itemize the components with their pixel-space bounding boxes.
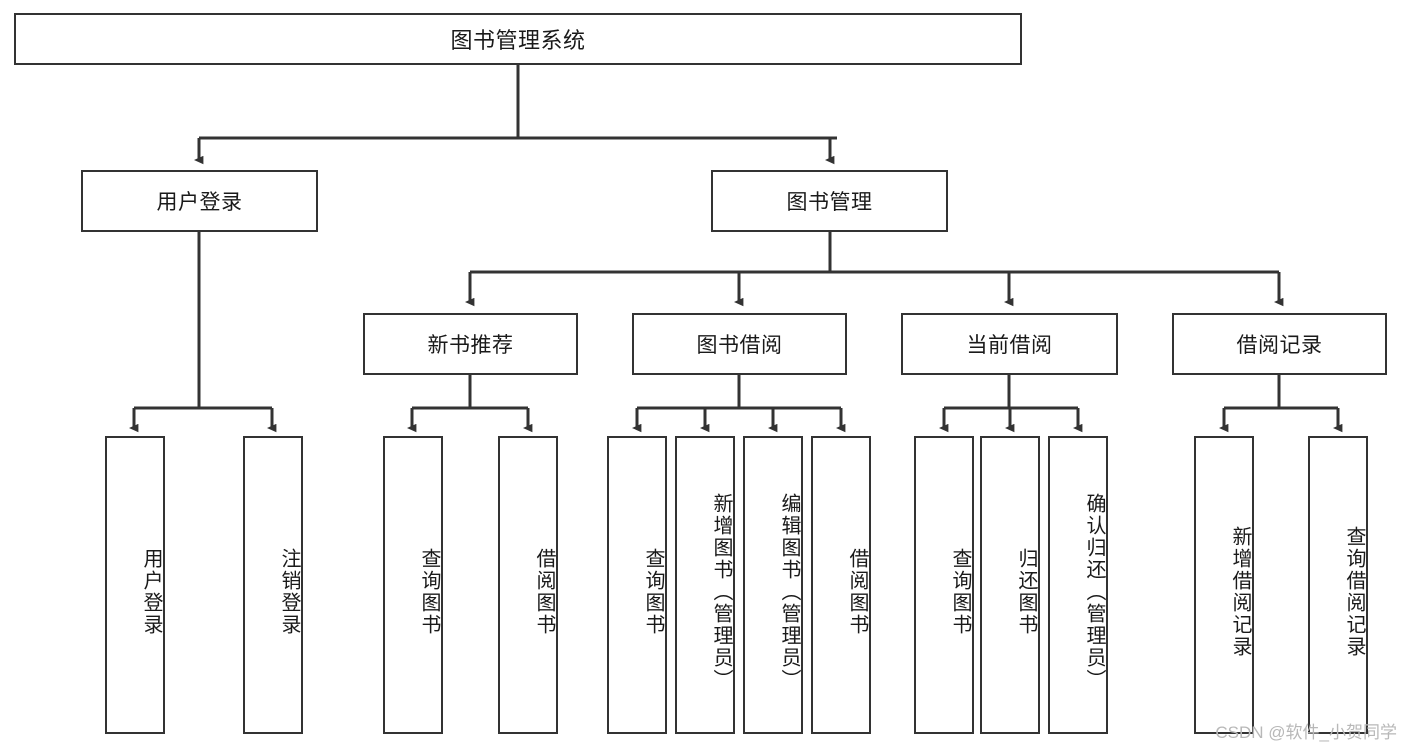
- node-current-borrow[interactable]: 当前借阅: [901, 313, 1118, 375]
- node-label: 注销登录: [278, 548, 300, 636]
- node-label: 新增图书（管理员）: [710, 493, 732, 691]
- leaf-current-borrow-query-book[interactable]: 查询图书: [914, 436, 974, 734]
- leaf-borrow-record-add-record[interactable]: 新增借阅记录: [1194, 436, 1254, 734]
- leaf-user-login-login[interactable]: 用户登录: [105, 436, 165, 734]
- node-book-borrow[interactable]: 图书借阅: [632, 313, 847, 375]
- node-label: 查询图书: [949, 548, 971, 636]
- node-label: 借阅记录: [1236, 334, 1323, 357]
- node-label: 查询图书: [642, 548, 664, 636]
- node-root-book-management-system[interactable]: 图书管理系统: [14, 13, 1022, 65]
- node-label: 查询借阅记录: [1343, 526, 1365, 658]
- node-user-login[interactable]: 用户登录: [81, 170, 318, 232]
- node-label: 图书管理系统: [450, 28, 586, 53]
- leaf-book-borrow-query-book[interactable]: 查询图书: [607, 436, 667, 734]
- node-label: 编辑图书（管理员）: [778, 493, 800, 691]
- leaf-new-book-borrow-book[interactable]: 借阅图书: [498, 436, 558, 734]
- leaf-borrow-record-query-record[interactable]: 查询借阅记录: [1308, 436, 1368, 734]
- node-label: 确认归还（管理员）: [1083, 493, 1105, 691]
- node-label: 查询图书: [418, 548, 440, 636]
- node-label: 当前借阅: [966, 334, 1053, 357]
- node-book-management[interactable]: 图书管理: [711, 170, 948, 232]
- node-label: 图书借阅: [696, 334, 783, 357]
- node-label: 借阅图书: [533, 548, 555, 636]
- node-label: 归还图书: [1015, 548, 1037, 636]
- leaf-current-borrow-confirm-return-admin[interactable]: 确认归还（管理员）: [1048, 436, 1108, 734]
- csdn-watermark: CSDN @软件_小贺同学: [1215, 723, 1397, 742]
- leaf-book-borrow-borrow-book[interactable]: 借阅图书: [811, 436, 871, 734]
- node-label: 借阅图书: [846, 548, 868, 636]
- node-label: 用户登录: [140, 548, 162, 636]
- node-label: 图书管理: [786, 191, 873, 214]
- node-borrow-record[interactable]: 借阅记录: [1172, 313, 1387, 375]
- leaf-book-borrow-add-book-admin[interactable]: 新增图书（管理员）: [675, 436, 735, 734]
- node-label: 新书推荐: [427, 334, 514, 357]
- leaf-user-login-logout[interactable]: 注销登录: [243, 436, 303, 734]
- leaf-book-borrow-edit-book-admin[interactable]: 编辑图书（管理员）: [743, 436, 803, 734]
- leaf-current-borrow-return-book[interactable]: 归还图书: [980, 436, 1040, 734]
- leaf-new-book-query-book[interactable]: 查询图书: [383, 436, 443, 734]
- node-new-book-recommend[interactable]: 新书推荐: [363, 313, 578, 375]
- node-label: 新增借阅记录: [1229, 526, 1251, 658]
- node-label: 用户登录: [156, 191, 243, 214]
